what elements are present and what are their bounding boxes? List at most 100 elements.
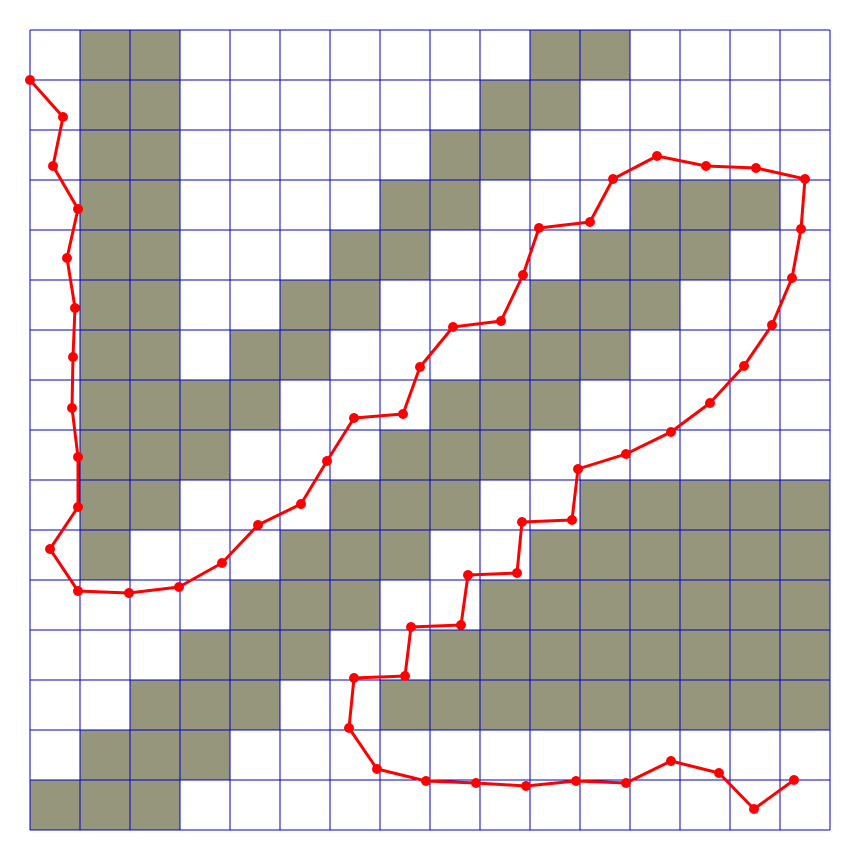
obstacle-cell [680, 230, 730, 280]
path-waypoint [796, 224, 806, 234]
path-waypoint [534, 223, 544, 233]
path-waypoint [800, 174, 810, 184]
obstacle-cell [680, 180, 730, 230]
obstacle-cell [630, 180, 680, 230]
obstacle-cell [780, 580, 830, 630]
obstacle-cell [130, 480, 180, 530]
obstacle-cell [480, 430, 530, 480]
obstacle-cell [380, 230, 430, 280]
obstacle-cell [730, 480, 780, 530]
obstacle-cell [380, 430, 430, 480]
obstacle-cell [130, 130, 180, 180]
obstacle-cell [480, 330, 530, 380]
obstacle-cell [80, 30, 130, 80]
obstacle-cell [480, 630, 530, 680]
path-waypoint [400, 671, 410, 681]
obstacle-cell [480, 380, 530, 430]
obstacle-cell [130, 380, 180, 430]
obstacle-cell [580, 30, 630, 80]
obstacle-cell [80, 530, 130, 580]
path-waypoint [517, 517, 527, 527]
obstacle-cell [130, 430, 180, 480]
path-waypoint [621, 449, 631, 459]
path-waypoint [344, 723, 354, 733]
obstacle-cell [180, 630, 230, 680]
path-waypoint [406, 622, 416, 632]
path-waypoint [67, 403, 77, 413]
path-waypoint [749, 804, 759, 814]
path-waypoint [217, 558, 227, 568]
obstacle-cell [280, 580, 330, 630]
path-waypoint [124, 588, 134, 598]
path-waypoint [705, 398, 715, 408]
path-line [28, 78, 807, 811]
obstacle-cell [380, 480, 430, 530]
path-waypoint [463, 570, 473, 580]
path-waypoint [73, 502, 83, 512]
obstacle-cell [730, 680, 780, 730]
path-waypoint [471, 778, 481, 788]
path-waypoint [714, 768, 724, 778]
path-waypoint [666, 427, 676, 437]
path-waypoint [518, 270, 528, 280]
path-waypoint [521, 781, 531, 791]
obstacle-cell [80, 230, 130, 280]
obstacle-cell [580, 280, 630, 330]
path-waypoint [73, 204, 83, 214]
obstacle-cell [780, 480, 830, 530]
obstacle-cell [230, 680, 280, 730]
obstacle-cell [380, 680, 430, 730]
path-waypoint [73, 452, 83, 462]
obstacle-cell [530, 680, 580, 730]
obstacle-layer [30, 30, 830, 830]
path-waypoint [567, 515, 577, 525]
path-waypoint [48, 161, 58, 171]
path-waypoint [349, 673, 359, 683]
obstacle-cell [630, 230, 680, 280]
path-waypoint [573, 464, 583, 474]
path-waypoint [398, 409, 408, 419]
obstacle-cell [330, 280, 380, 330]
obstacle-cell [780, 530, 830, 580]
path-waypoint [608, 174, 618, 184]
path-waypoint [73, 586, 83, 596]
obstacle-cell [280, 630, 330, 680]
obstacle-cell [680, 580, 730, 630]
obstacle-cell [230, 330, 280, 380]
obstacle-cell [580, 580, 630, 630]
path-waypoint [322, 456, 332, 466]
path-waypoint [415, 362, 425, 372]
path-waypoint [174, 582, 184, 592]
obstacle-cell [630, 280, 680, 330]
path-waypoint [512, 568, 522, 578]
obstacle-cell [330, 580, 380, 630]
obstacle-cell [80, 180, 130, 230]
obstacle-cell [280, 530, 330, 580]
obstacle-cell [580, 230, 630, 280]
path-layer [25, 75, 810, 814]
obstacle-cell [80, 430, 130, 480]
obstacle-cell [430, 430, 480, 480]
obstacle-cell [530, 380, 580, 430]
obstacle-cell [130, 230, 180, 280]
obstacle-cell [280, 280, 330, 330]
path-waypoint [666, 756, 676, 766]
obstacle-cell [680, 680, 730, 730]
obstacle-cell [630, 680, 680, 730]
path-waypoint [751, 163, 761, 173]
obstacle-cell [630, 630, 680, 680]
path-waypoint [68, 352, 78, 362]
obstacle-cell [130, 180, 180, 230]
path-waypoint [25, 75, 35, 85]
path-waypoint [448, 322, 458, 332]
path-waypoint [372, 764, 382, 774]
obstacle-cell [180, 680, 230, 730]
path-waypoint [296, 499, 306, 509]
obstacle-cell [630, 580, 680, 630]
obstacle-cell [580, 680, 630, 730]
obstacle-cell [730, 530, 780, 580]
obstacle-cell [130, 780, 180, 830]
obstacle-cell [230, 630, 280, 680]
path-waypoint [62, 253, 72, 263]
